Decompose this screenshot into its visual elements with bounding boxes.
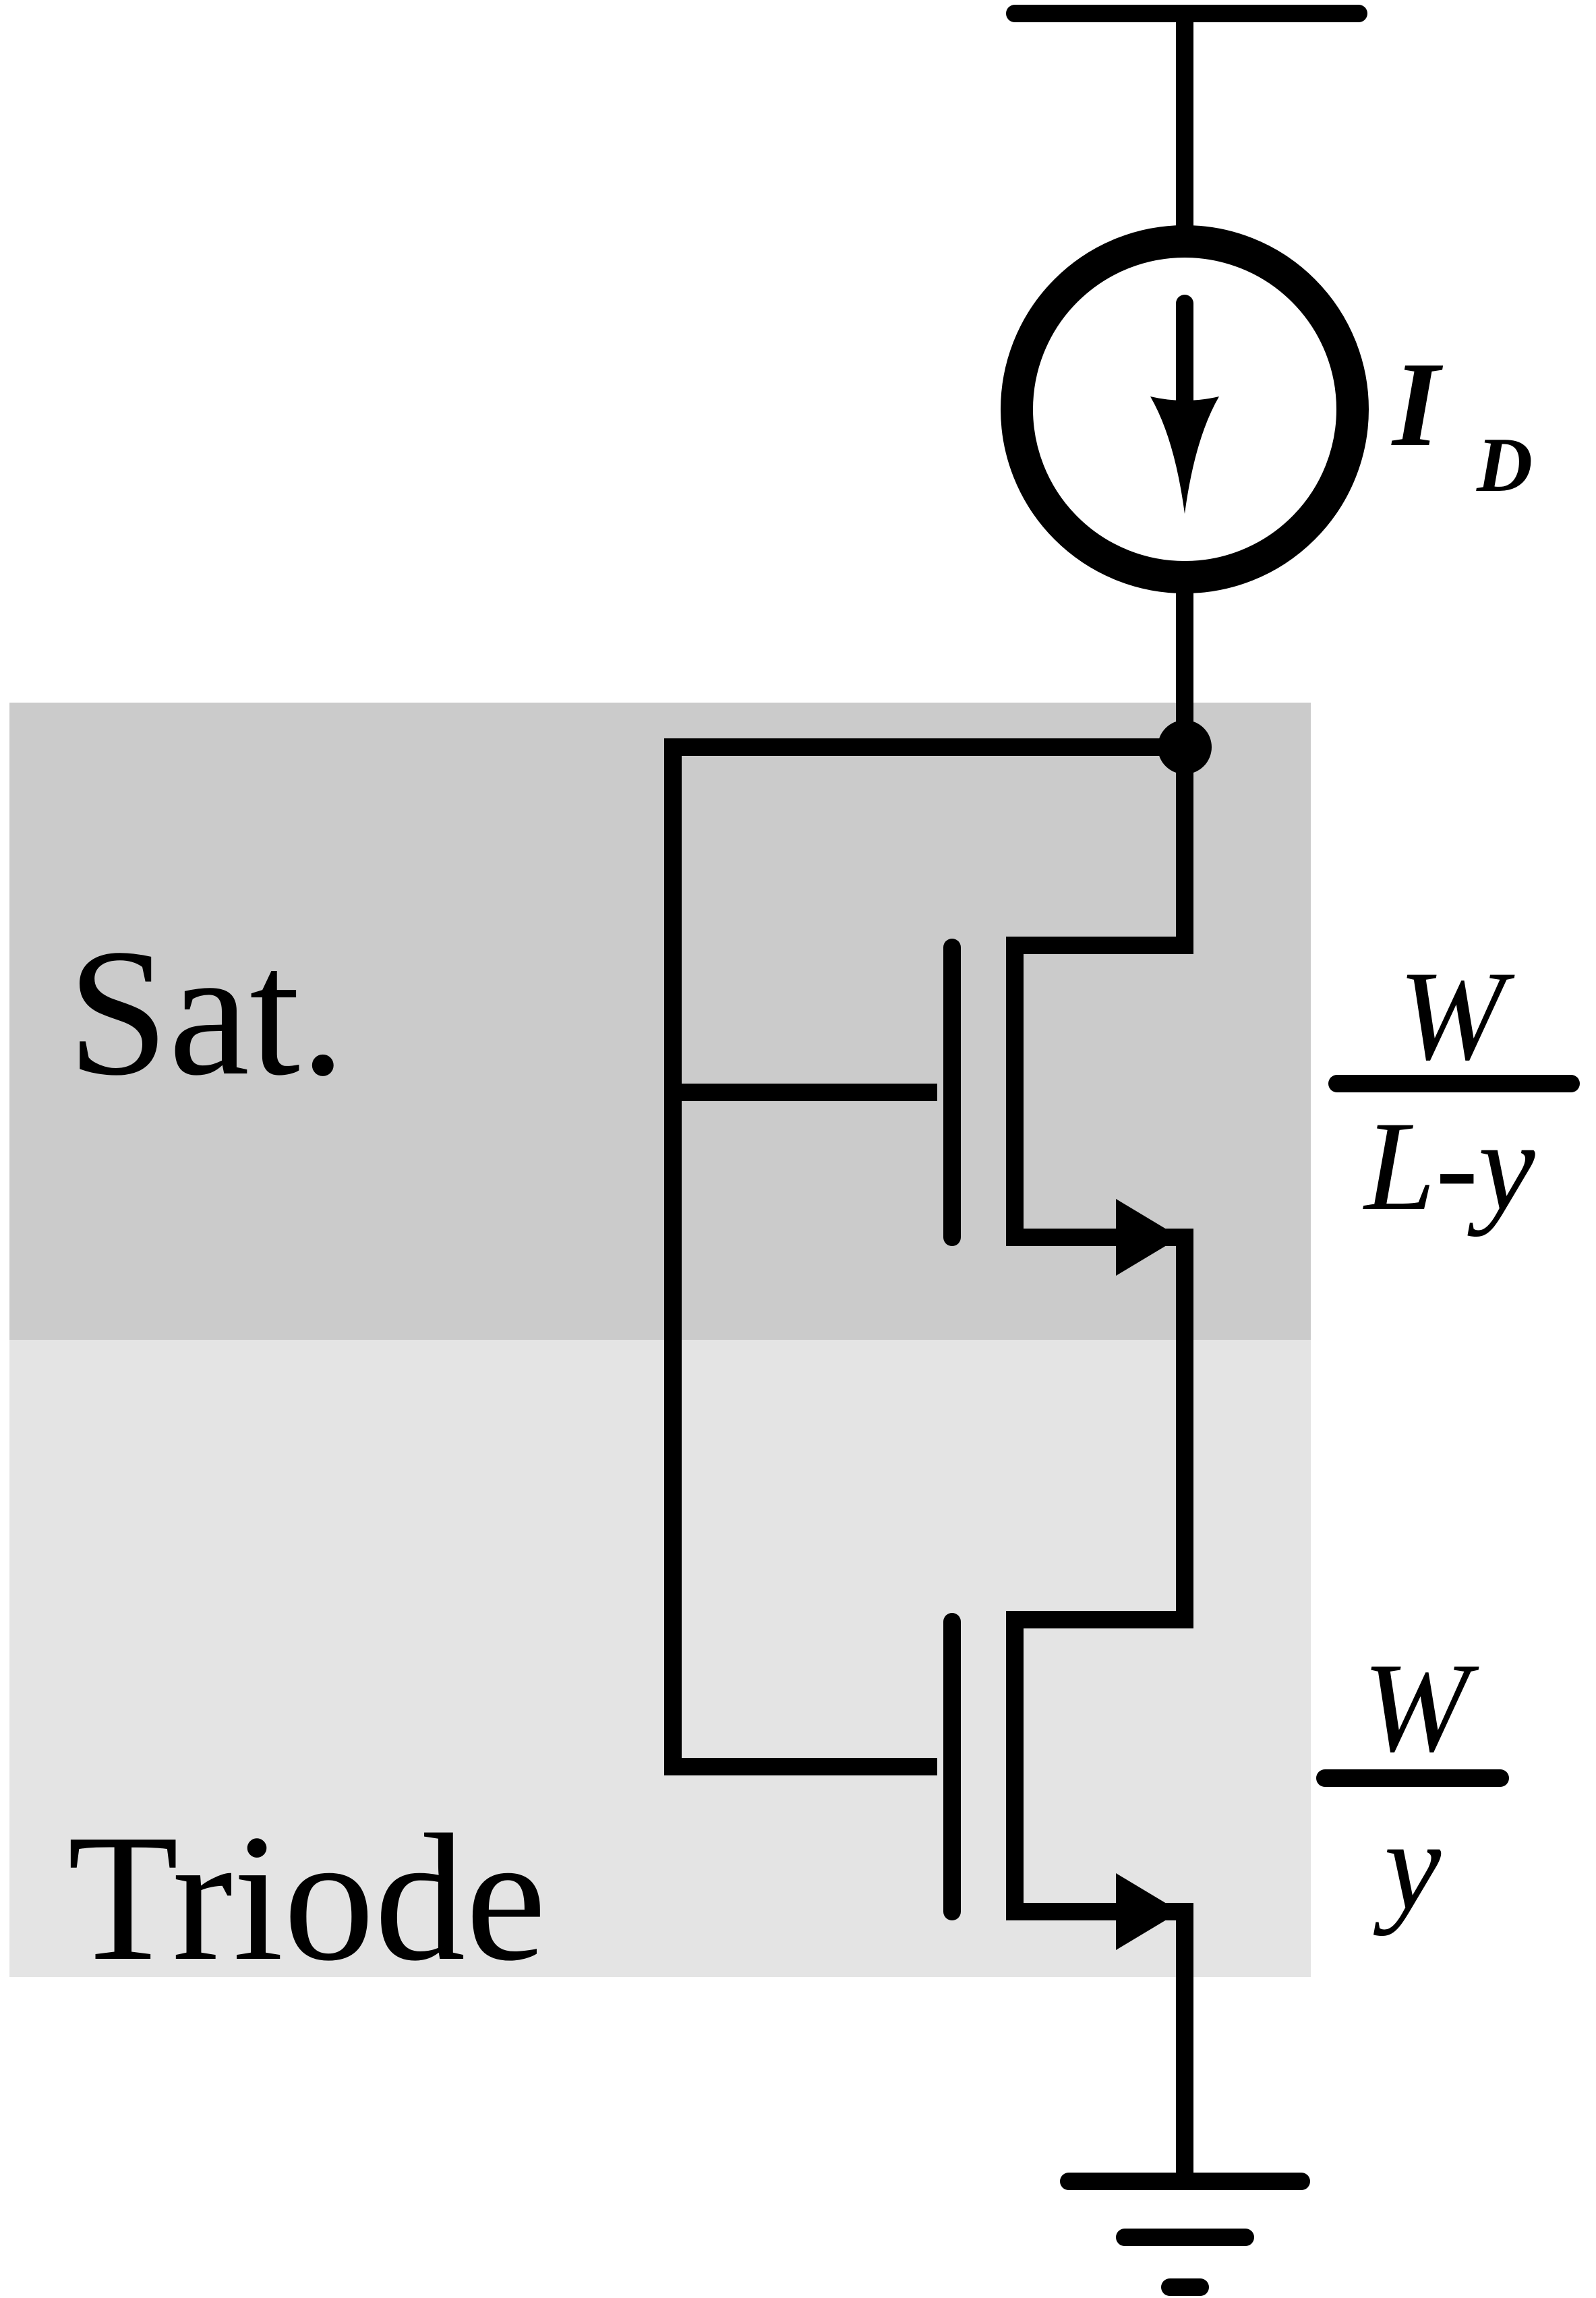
supply-rail-icon — [1006, 5, 1367, 229]
triode-region — [9, 1340, 1311, 1977]
current-source-subscript: D — [1476, 422, 1533, 508]
current-source-icon — [1001, 225, 1369, 593]
bottom-transistor-icon — [943, 1237, 1193, 2181]
top-ratio-numerator: W — [1398, 945, 1515, 1087]
bottom-ratio-numerator: W — [1363, 1637, 1479, 1779]
ground-icon — [1060, 2173, 1310, 2296]
top-ratio-denominator: L-y — [1362, 1096, 1535, 1237]
saturation-region-label: Sat. — [67, 912, 346, 1113]
triode-region-label: Triode — [67, 1797, 546, 1999]
bottom-ratio-denominator: y — [1373, 1795, 1442, 1937]
gate-bus — [664, 738, 1185, 1775]
current-source-label: I — [1391, 337, 1444, 471]
